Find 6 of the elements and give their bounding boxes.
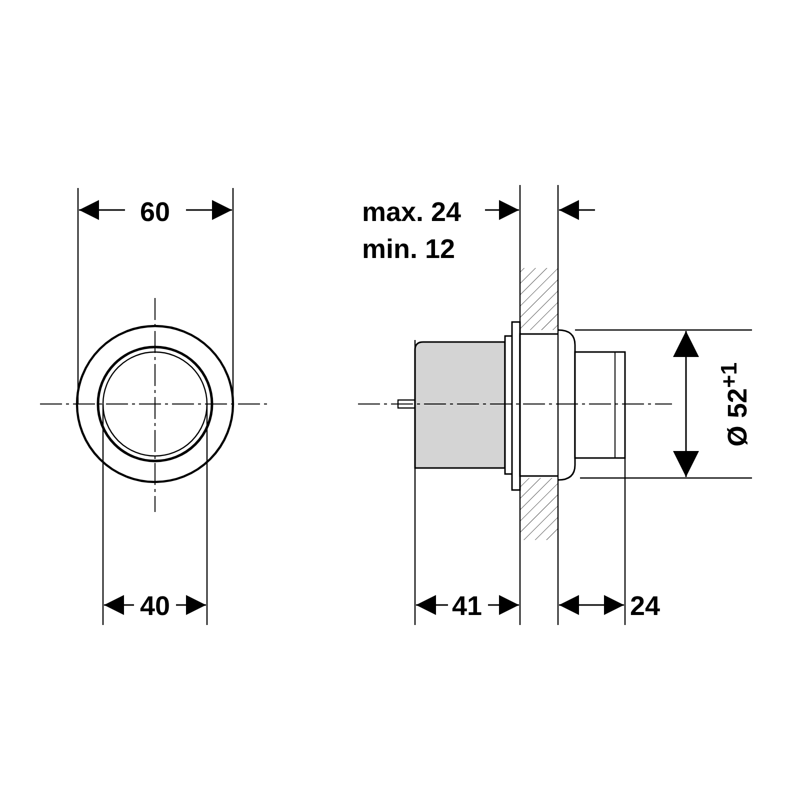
- dimension-label: 41: [452, 593, 482, 620]
- dimension-label: min. 12: [362, 236, 456, 263]
- dimension-label: max. 24: [362, 199, 462, 226]
- dimension-label: 40: [140, 593, 170, 620]
- dimension-label: 60: [140, 199, 170, 226]
- dimension-label: 24: [630, 593, 660, 620]
